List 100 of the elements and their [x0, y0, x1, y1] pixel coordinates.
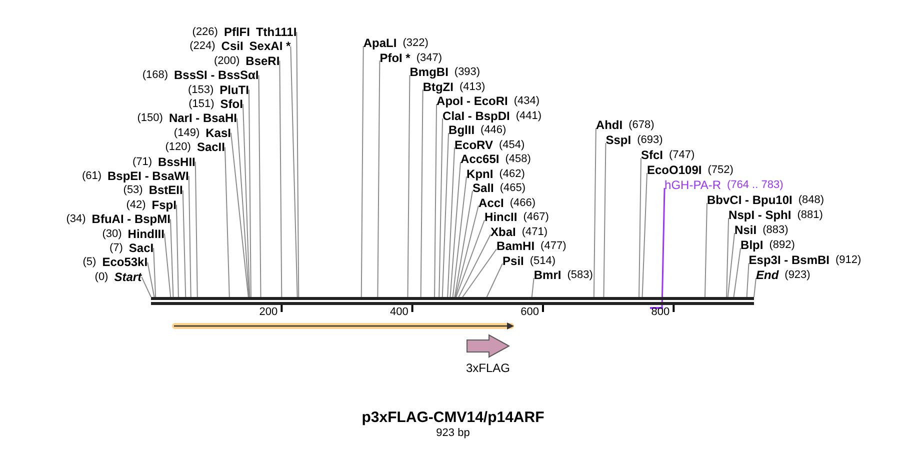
enzyme-name: BmgBI: [410, 65, 448, 79]
site-position: (434): [514, 94, 540, 108]
site-position: (153): [188, 82, 214, 97]
leader-line: [258, 74, 262, 298]
site-position: (61): [82, 169, 102, 183]
enzyme-name: Eco53kI: [102, 255, 148, 270]
leader-line: [176, 204, 179, 298]
enzyme-name: SacI: [128, 241, 154, 255]
site-position: (514): [530, 254, 556, 268]
site-position: (226): [192, 25, 218, 39]
leader-line: [248, 89, 252, 298]
enzyme-name: Esp3I - BsmBI: [748, 253, 830, 267]
site-position: (471): [522, 224, 548, 238]
site-position: (441): [516, 108, 542, 122]
feature-label: 3xFLAG: [464, 361, 511, 375]
enzyme-name: SalI: [472, 181, 494, 195]
site-position: (200): [214, 54, 240, 68]
leader-line: [420, 89, 424, 298]
leader-line: [754, 278, 756, 298]
site-position: (848): [798, 193, 824, 207]
leader-line: [462, 248, 498, 298]
enzyme-name: SfcI: [641, 148, 664, 162]
site-position: (322): [402, 36, 428, 50]
leader-line: [377, 60, 380, 298]
site-position: (393): [454, 65, 480, 79]
enzyme-name: Tth111I: [256, 25, 297, 39]
leader-line: [447, 147, 456, 298]
leader-line: [642, 172, 648, 298]
enzyme-name: BglII: [448, 123, 475, 137]
leader-line: [726, 218, 730, 298]
enzyme-name: XbaI: [490, 224, 516, 238]
enzyme-name: Start: [114, 270, 142, 284]
enzyme-name: EcoRV: [454, 138, 493, 152]
leader-line: [746, 262, 750, 298]
enzyme-name: BseRI: [246, 54, 280, 68]
leader-line: [450, 162, 462, 298]
leader-line: [438, 118, 444, 298]
site-position: (53): [123, 183, 143, 198]
enzyme-name: BssHII: [158, 154, 196, 169]
site-position: (693): [637, 133, 663, 147]
site-position: (151): [188, 97, 214, 111]
enzyme-name: BamHI: [496, 239, 535, 253]
enzyme-name: SexAI *: [249, 39, 291, 54]
enzyme-name: SacII: [196, 140, 225, 154]
enzyme-name: BspEI - BsaWI: [108, 169, 189, 183]
site-position: (892): [769, 238, 795, 252]
leader-line: [147, 262, 155, 298]
leader-line: [236, 118, 250, 298]
site-position: (747): [669, 148, 695, 162]
enzyme-name: PsiI: [502, 254, 524, 268]
site-position: (467): [523, 210, 549, 224]
site-position: (0): [94, 270, 108, 284]
site-position: (34): [66, 212, 86, 226]
leader-line: [704, 202, 708, 298]
enzyme-name: Acc65I: [460, 152, 500, 166]
site-position: (150): [137, 111, 163, 126]
enzyme-name: BstEII: [148, 183, 183, 198]
site-position: (466): [510, 196, 536, 210]
site-position: (462): [499, 166, 525, 180]
diagram-title: p3xFLAG-CMV14/p14ARF: [360, 409, 546, 427]
site-position: (678): [628, 118, 654, 132]
leader-line: [733, 248, 742, 298]
site-position: (465): [500, 181, 526, 195]
enzyme-name: AccI: [478, 196, 504, 210]
leader-line: [194, 161, 198, 298]
leader-line: [188, 176, 192, 298]
enzyme-name: HindIII: [128, 226, 164, 241]
sequence-length: 923 bp: [435, 427, 471, 439]
enzyme-name: NarI - BsaHI: [168, 111, 237, 126]
leader-line: [296, 32, 300, 298]
site-position: (42): [126, 198, 146, 212]
enzyme-name: BbvCI - Bpu10I: [706, 193, 792, 207]
leader-line: [593, 128, 596, 298]
site-position: (30): [102, 226, 122, 241]
enzyme-name: ApoI - EcoRI: [436, 94, 508, 108]
site-position: (752): [708, 163, 734, 177]
leader-line: [170, 218, 174, 298]
leader-line: [360, 46, 364, 298]
leader-line: [603, 142, 606, 298]
leader-line: [279, 60, 282, 298]
site-position: (883): [762, 223, 788, 237]
site-position: (120): [165, 140, 191, 154]
leader-line: [638, 158, 642, 298]
enzyme-name: KasI: [206, 126, 231, 140]
enzyme-name: NsiI: [734, 223, 757, 237]
enzyme-name: BssSI - BssSαI: [174, 68, 259, 82]
leader-line: [454, 205, 480, 298]
site-position: (224): [190, 39, 216, 54]
axis-label: 200: [258, 306, 278, 318]
site-position: (454): [499, 138, 525, 152]
enzyme-name: PflFI: [224, 25, 250, 39]
leader-line: [661, 188, 666, 308]
enzyme-name: CsiI: [221, 39, 244, 54]
leader-line: [242, 104, 250, 298]
site-position: (347): [416, 50, 442, 64]
enzyme-name: PluTI: [220, 82, 249, 97]
leader-line: [224, 146, 230, 298]
enzyme-name: End: [756, 268, 779, 282]
leader-line: [454, 190, 474, 298]
enzyme-name: SspI: [606, 133, 632, 147]
